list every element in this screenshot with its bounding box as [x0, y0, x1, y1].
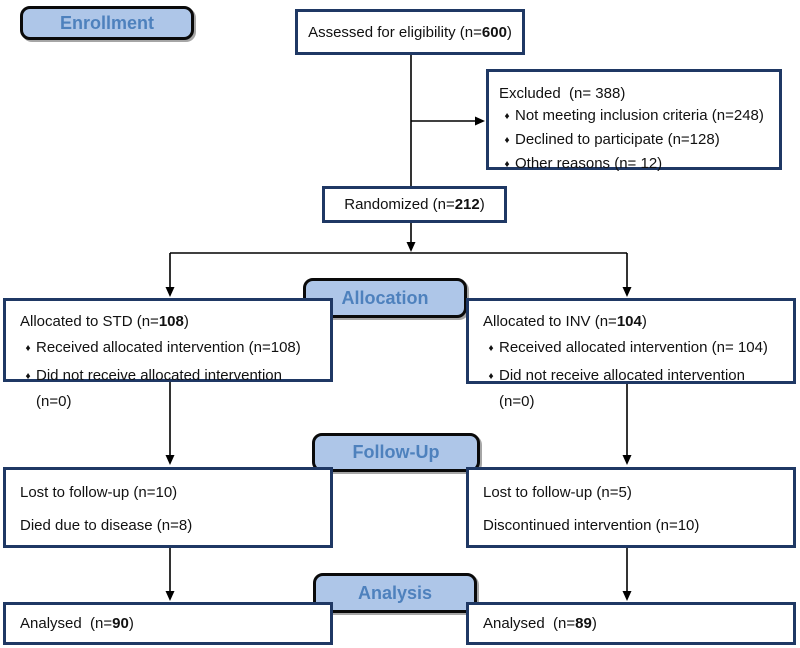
allocated-std-item: ♦ Received allocated intervention (n=108… [20, 335, 316, 363]
followup-std-box: Lost to follow-up (n=10) Died due to dis… [3, 467, 333, 548]
bullet-diamond-icon: ♦ [488, 343, 494, 354]
followup-inv-line: Lost to follow-up (n=5) [483, 484, 632, 501]
bullet-diamond-icon: ♦ [25, 343, 31, 354]
followup-inv-line: Discontinued intervention (n=10) [483, 517, 700, 534]
allocation-label: Allocation [341, 287, 429, 308]
enrollment-label: Enrollment [59, 12, 154, 33]
followup-std-line: Lost to follow-up (n=10) [20, 484, 178, 501]
randomized-box: Randomized (n=212) [322, 186, 507, 223]
bullet-diamond-icon: ♦ [504, 111, 510, 122]
stage-label-analysis: Analysis [313, 573, 477, 613]
stage-label-allocation: Allocation [303, 278, 467, 318]
bullet-diamond-icon: ♦ [504, 159, 510, 170]
analysed-inv-text: Analysed (n=89) [483, 615, 597, 632]
randomized-text: Randomized (n=212) [344, 196, 485, 213]
bullet-diamond-icon: ♦ [488, 371, 494, 382]
allocated-std-title: Allocated to STD (n=108) [20, 313, 189, 330]
allocated-std-item: ♦ Did not receive allocated intervention… [20, 363, 316, 415]
allocated-inv-item: ♦ Received allocated intervention (n= 10… [483, 335, 779, 363]
bullet-diamond-icon: ♦ [25, 371, 31, 382]
excluded-reason-item: ♦ Declined to participate (n=128) [499, 129, 769, 153]
excluded-reason-item: ♦ Not meeting inclusion criteria (n=248) [499, 105, 769, 129]
followup-inv-box: Lost to follow-up (n=5) Discontinued int… [466, 467, 796, 548]
bullet-diamond-icon: ♦ [504, 135, 510, 146]
analysis-label: Analysis [357, 582, 433, 603]
followup-std-line: Died due to disease (n=8) [20, 517, 193, 534]
assessed-eligibility-box: Assessed for eligibility (n=600) [295, 9, 525, 55]
allocated-inv-item: ♦ Did not receive allocated intervention… [483, 363, 779, 415]
allocated-inv-title: Allocated to INV (n=104) [483, 313, 647, 330]
analysed-std-box: Analysed (n=90) [3, 602, 333, 645]
stage-label-followup: Follow-Up [312, 433, 480, 472]
allocated-inv-box: Allocated to INV (n=104) ♦ Received allo… [466, 298, 796, 410]
assessed-eligibility-text: Assessed for eligibility (n=600) [308, 23, 512, 41]
stage-label-enrollment: Enrollment [20, 6, 194, 40]
excluded-title: Excluded (n= 388) [499, 85, 626, 102]
excluded-reason-item: ♦ Other reasons (n= 12) [499, 153, 769, 177]
analysed-std-text: Analysed (n=90) [20, 615, 134, 632]
followup-label: Follow-Up [352, 442, 440, 462]
analysed-inv-box: Analysed (n=89) [466, 602, 796, 645]
allocated-std-box: Allocated to STD (n=108) ♦ Received allo… [3, 298, 333, 410]
excluded-box: Excluded (n= 388) ♦ Not meeting inclusio… [486, 69, 782, 172]
